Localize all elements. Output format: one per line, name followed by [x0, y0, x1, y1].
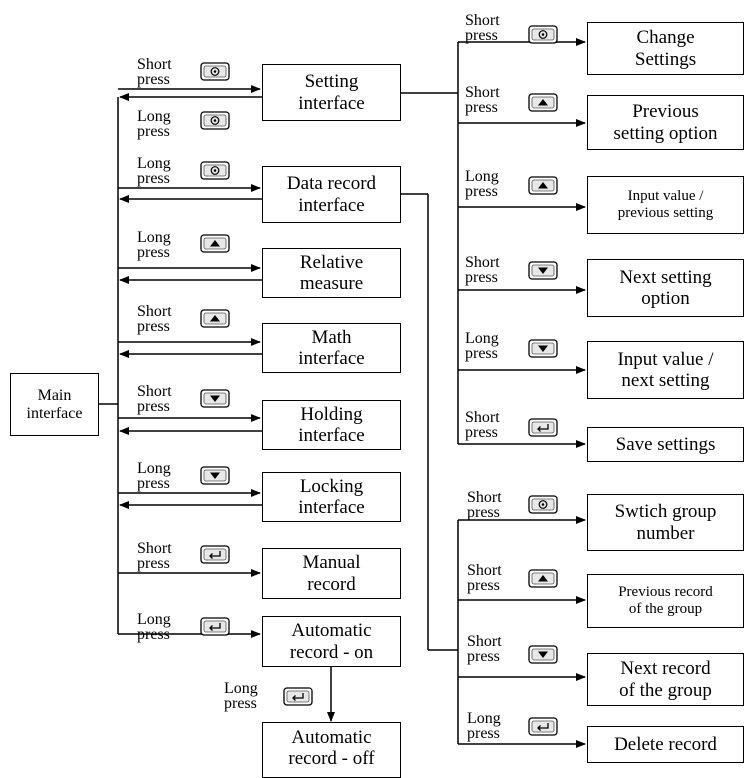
input-value-next-box: Input value / next setting: [587, 341, 744, 399]
press-label-manual: Short press: [137, 540, 172, 572]
press-label-auto-off: Long press: [224, 680, 258, 712]
setting-interface-label: Setting interface: [298, 71, 365, 114]
previous-setting-option-box: Previous setting option: [587, 95, 744, 150]
enter-icon: [200, 545, 230, 564]
next-setting-option-box: Next setting option: [587, 259, 744, 317]
enter-icon: [528, 418, 558, 437]
gear-icon: [528, 25, 558, 44]
gear-icon: [200, 161, 230, 180]
press-label-switch-group: Short press: [467, 489, 502, 521]
locking-interface-box: Locking interface: [262, 472, 401, 522]
switch-group-number-box: Swtich group number: [587, 494, 744, 551]
locking-interface-label: Locking interface: [298, 475, 365, 518]
relative-measure-box: Relative measure: [262, 248, 401, 298]
next-setting-option-label: Next setting option: [619, 266, 712, 309]
holding-interface-box: Holding interface: [262, 400, 401, 450]
press-label-relative: Long press: [137, 229, 171, 261]
math-interface-box: Math interface: [262, 323, 401, 373]
main-interface-label: Main interface: [26, 386, 83, 422]
holding-interface-label: Holding interface: [298, 403, 365, 446]
press-label-input-previous: Long press: [465, 168, 499, 200]
press-label-math: Short press: [137, 303, 172, 335]
press-label-auto-on: Long press: [137, 611, 171, 643]
up-arrow-icon: [528, 176, 558, 195]
previous-setting-option-label: Previous setting option: [613, 101, 718, 144]
press-label-data-record: Long press: [137, 155, 171, 187]
input-value-previous-box: Input value / previous setting: [587, 176, 744, 234]
up-arrow-icon: [528, 93, 558, 112]
press-label-setting-long: Long press: [137, 108, 171, 140]
press-label-previous-option: Short press: [465, 84, 500, 116]
down-arrow-icon: [528, 645, 558, 664]
press-label-input-next: Long press: [465, 330, 499, 362]
up-arrow-icon: [200, 309, 230, 328]
down-arrow-icon: [200, 466, 230, 485]
relative-measure-label: Relative measure: [299, 251, 364, 294]
manual-record-box: Manual record: [262, 548, 401, 599]
press-label-change-settings: Short press: [465, 12, 500, 44]
up-arrow-icon: [200, 234, 230, 253]
down-arrow-icon: [528, 339, 558, 358]
gear-icon: [528, 495, 558, 514]
save-settings-label: Save settings: [615, 433, 716, 455]
press-label-save-settings: Short press: [465, 409, 500, 441]
automatic-record-on-label: Automatic record - on: [289, 620, 374, 663]
manual-record-label: Manual record: [302, 552, 361, 595]
input-value-previous-label: Input value / previous setting: [617, 188, 714, 221]
press-label-previous-record: Short press: [467, 562, 502, 594]
math-interface-label: Math interface: [298, 326, 365, 369]
data-record-interface-label: Data record interface: [286, 173, 377, 216]
press-label-holding: Short press: [137, 383, 172, 415]
press-label-next-record: Short press: [467, 633, 502, 665]
main-interface-box: Main interface: [10, 373, 99, 436]
enter-icon: [283, 687, 313, 706]
next-record-label: Next record of the group: [619, 658, 712, 701]
press-label-next-option: Short press: [465, 254, 500, 286]
up-arrow-icon: [528, 569, 558, 588]
previous-record-label: Previous record of the group: [618, 584, 713, 617]
change-settings-label: Change Settings: [634, 27, 697, 70]
press-label-setting-short: Short press: [137, 56, 172, 88]
enter-icon: [200, 617, 230, 636]
data-record-interface-box: Data record interface: [262, 166, 401, 223]
save-settings-box: Save settings: [587, 427, 744, 462]
next-record-box: Next record of the group: [587, 653, 744, 706]
gear-icon: [200, 62, 230, 81]
enter-icon: [528, 717, 558, 736]
change-settings-box: Change Settings: [587, 22, 744, 75]
automatic-record-off-label: Automatic record - off: [288, 727, 375, 770]
automatic-record-on-box: Automatic record - on: [262, 616, 401, 667]
previous-record-box: Previous record of the group: [587, 574, 744, 628]
press-label-delete-record: Long press: [467, 710, 501, 742]
press-label-locking: Long press: [137, 460, 171, 492]
gear-icon: [200, 111, 230, 130]
switch-group-number-label: Swtich group number: [614, 501, 717, 544]
down-arrow-icon: [528, 261, 558, 280]
delete-record-label: Delete record: [614, 733, 717, 755]
delete-record-box: Delete record: [587, 726, 744, 763]
down-arrow-icon: [200, 389, 230, 408]
input-value-next-label: Input value / next setting: [617, 348, 714, 391]
setting-interface-box: Setting interface: [262, 64, 401, 121]
